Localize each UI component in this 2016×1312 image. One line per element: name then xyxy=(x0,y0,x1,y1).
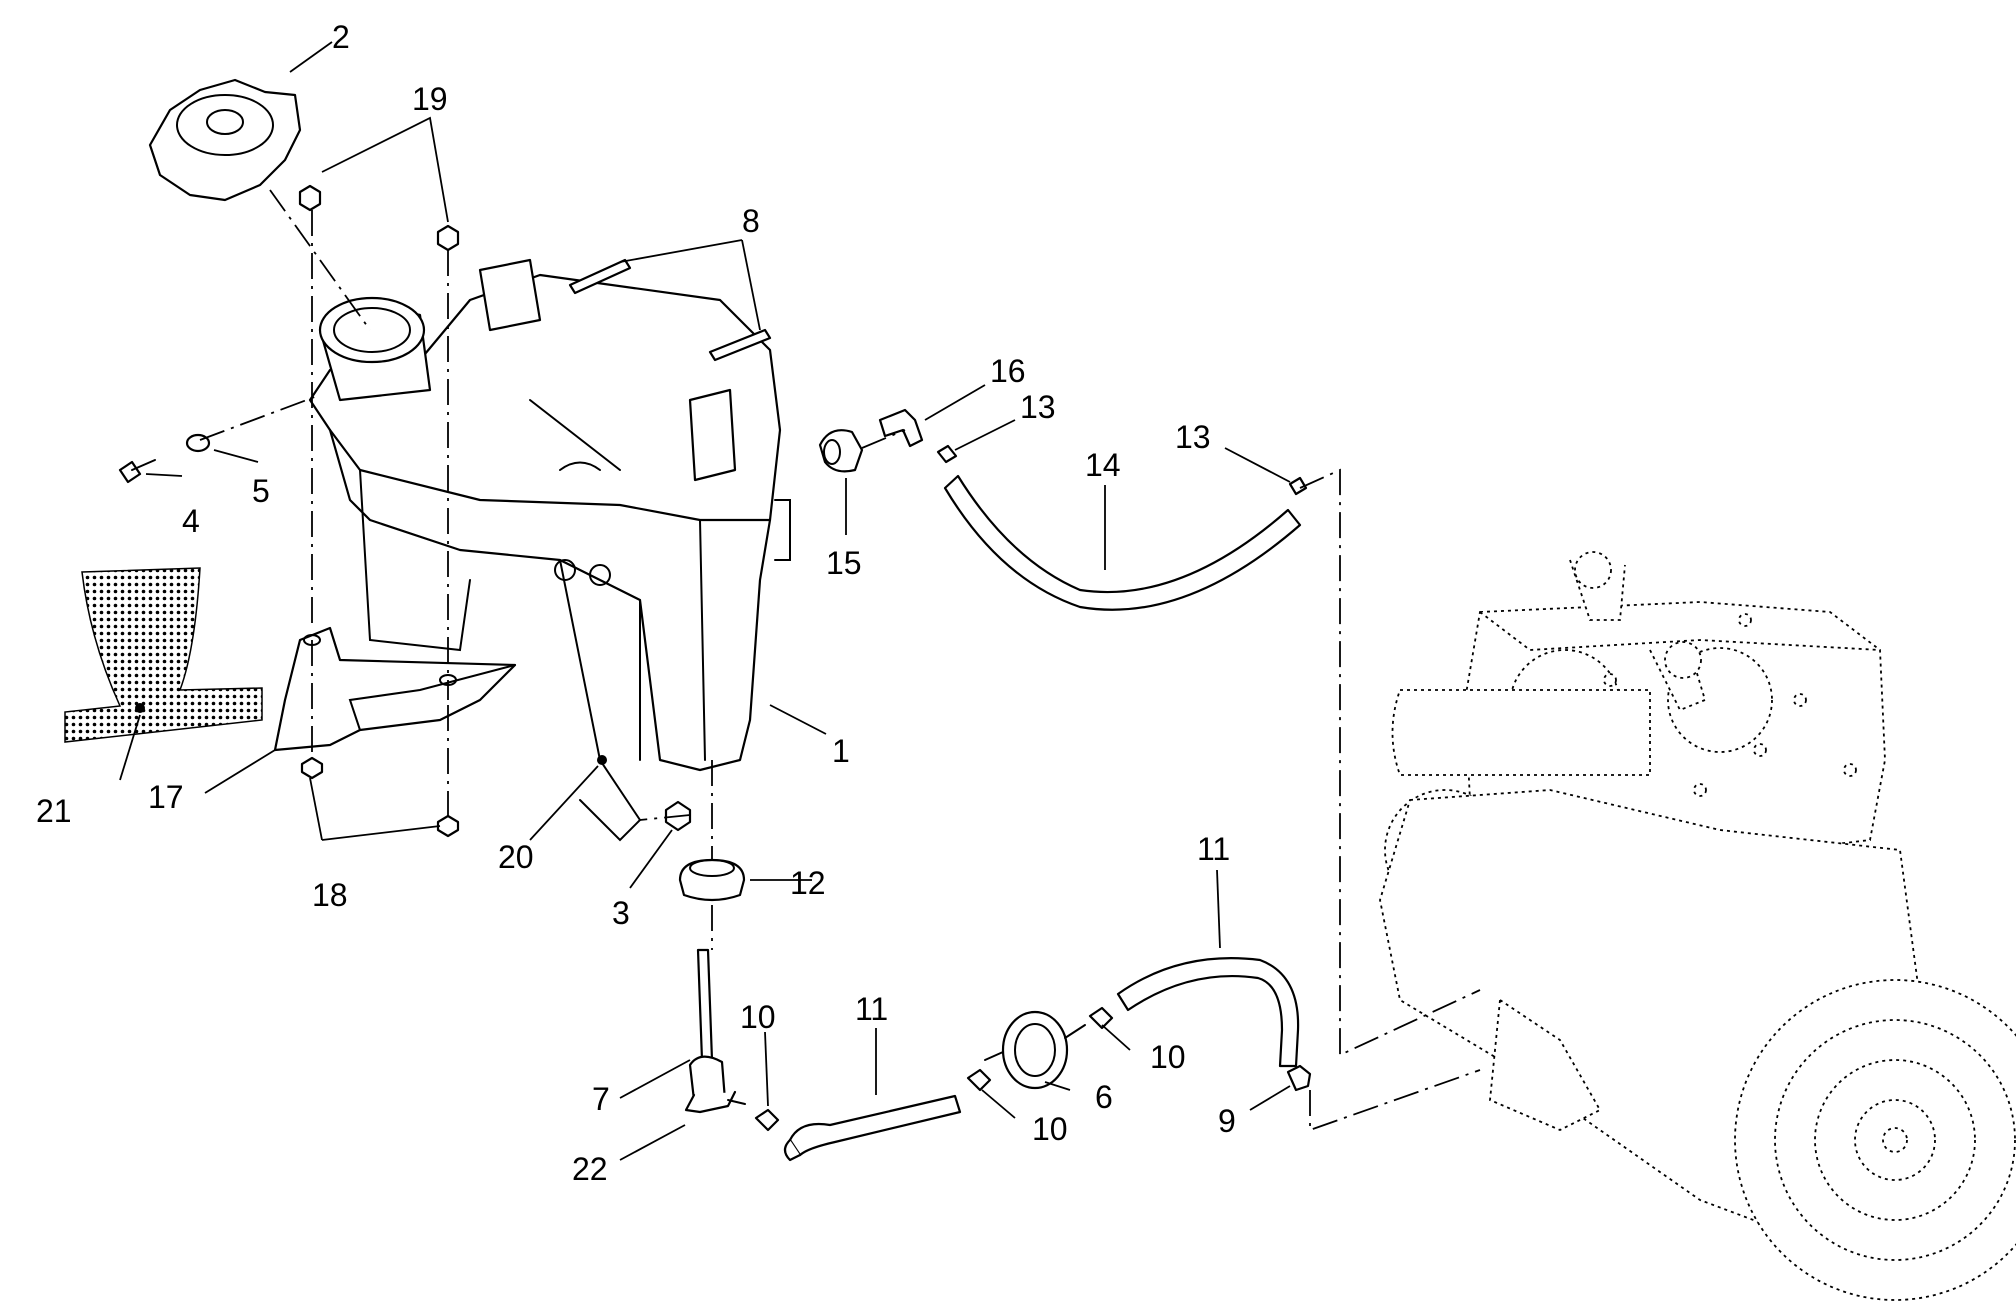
callout-10-a: 10 xyxy=(740,999,776,1035)
callout-13-a: 13 xyxy=(1020,389,1056,425)
callout-5: 5 xyxy=(252,473,270,509)
callout-20: 20 xyxy=(498,839,534,875)
callout-4: 4 xyxy=(182,503,200,539)
insulation-pad xyxy=(64,567,263,743)
callout-17: 17 xyxy=(148,779,184,815)
callout-11-b: 11 xyxy=(1197,831,1230,867)
callout-2: 2 xyxy=(332,19,350,55)
callout-13-b: 13 xyxy=(1175,419,1211,455)
leader-lines xyxy=(119,41,1291,1161)
callout-21: 21 xyxy=(36,793,72,829)
oil-tank xyxy=(308,258,791,842)
callout-16: 16 xyxy=(990,353,1026,389)
callout-1: 1 xyxy=(832,733,850,769)
callout-labels: 1 2 3 4 5 6 7 8 9 10 10 10 11 11 12 13 1… xyxy=(36,19,1236,1187)
engine-outline xyxy=(1379,551,2016,1301)
callout-18: 18 xyxy=(312,877,348,913)
mounting-bracket xyxy=(273,626,517,752)
callout-12: 12 xyxy=(790,865,826,901)
callout-15: 15 xyxy=(826,545,862,581)
callout-10-c: 10 xyxy=(1032,1111,1068,1147)
callout-10-b: 10 xyxy=(1150,1039,1186,1075)
callout-11-a: 11 xyxy=(855,991,888,1027)
callout-9: 9 xyxy=(1218,1103,1236,1139)
callout-7: 7 xyxy=(592,1081,610,1117)
callout-19: 19 xyxy=(412,81,448,117)
hoses xyxy=(783,474,1302,1162)
callout-22: 22 xyxy=(572,1151,608,1187)
center-lines xyxy=(199,189,1481,1132)
callout-8: 8 xyxy=(742,203,760,239)
callout-6: 6 xyxy=(1095,1079,1113,1115)
callout-3: 3 xyxy=(612,895,630,931)
inline-filter xyxy=(754,1006,1114,1132)
strainer xyxy=(684,948,746,1114)
filler-cap xyxy=(148,78,302,202)
callout-14: 14 xyxy=(1085,447,1121,483)
